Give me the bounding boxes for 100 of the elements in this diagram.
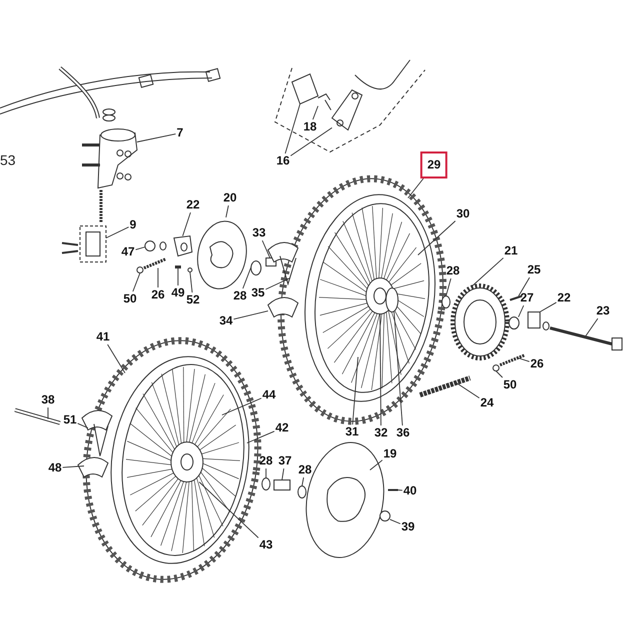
leader-line [135,246,146,250]
leader-line [518,358,530,362]
callout-number: 43 [258,538,274,552]
callout-number: 24 [479,396,495,410]
callout-number: 47 [120,244,136,260]
leader-line [302,477,304,486]
leader-line [290,127,332,156]
leader-line [190,272,193,293]
spacer [262,478,270,490]
leader-line [518,277,530,296]
callout-number: 26 [529,356,545,372]
spacer [298,486,306,498]
leader-line [454,382,480,398]
washer [136,266,144,274]
spokes [126,366,240,554]
callout-number: 32 [373,426,389,440]
leader-line [390,518,401,524]
callout-number: 25 [526,262,542,278]
master-cylinder [80,128,138,222]
leader-line [62,466,84,468]
callout-number: 37 [277,454,293,468]
callout-number: 52 [185,292,201,308]
leader-line [408,178,424,198]
washer [492,364,500,372]
leader-line [233,310,268,320]
clip [318,93,332,110]
callout-number: 35 [250,286,266,300]
bolt [510,295,522,301]
hub [170,442,204,482]
leader-line [312,106,318,120]
callout-number: 30 [455,206,471,222]
callout-number: 7 [176,126,184,140]
mounting-plate [173,235,193,257]
callout-number: 40 [402,484,418,498]
leader-line [284,104,300,154]
reservoir [291,73,319,105]
callout-number: 53 [0,152,16,168]
leader-line [496,370,503,378]
callout-number: 28 [445,264,461,278]
callout-number: 38 [40,392,56,408]
axle [542,322,622,350]
leader-line [472,257,504,286]
callout-number: 42 [274,420,290,436]
leader-line [132,272,140,292]
brake-disc [197,220,247,290]
callout-number: 19 [382,446,398,462]
leader-line [418,220,456,256]
callout-number: 28 [297,462,313,478]
callout-number: 18 [302,120,318,134]
leader-line [394,312,403,426]
callout-number: 51 [62,412,78,428]
bushing [508,316,520,330]
mounting-plate [331,89,363,131]
leader-line [106,226,130,238]
callout-number: 50 [122,292,138,306]
nut [144,240,166,252]
callout-number: 39 [400,520,416,534]
leader-line [584,318,598,338]
wheel-rim [304,194,436,402]
leader-line [198,482,259,538]
spacer [250,260,262,276]
leader-line [246,430,275,444]
callout-number: 28 [232,288,248,304]
inner-tube [268,242,298,286]
leader-line [136,133,176,142]
leader-line [182,212,191,236]
callout-number: 16 [275,154,291,168]
inner-tube [82,410,112,456]
washer [188,268,192,272]
callout-number: 28 [258,454,274,468]
chain [419,376,471,398]
callout-number: 41 [95,330,111,344]
sleeve [274,480,290,490]
callout-number: 20 [222,190,238,206]
callout-number: 29 [420,152,448,178]
spacer [442,296,450,308]
callout-number: 33 [251,226,267,240]
inner-tube [268,297,298,318]
leader-line [265,278,290,290]
leader-line [107,344,126,374]
callout-number: 22 [185,198,201,212]
leader-line [446,278,452,296]
caliper-bracket [61,226,106,262]
callout-number: 34 [218,314,234,328]
leader-line [226,205,229,218]
callout-number: 50 [502,378,518,392]
leader-line [380,314,382,426]
bolt [499,354,526,366]
callout-number: 21 [503,244,519,258]
leader-line [242,266,252,289]
callout-number: 48 [47,460,63,476]
cap [380,510,390,522]
leader-line [370,460,383,470]
screw [175,266,181,268]
spokes [318,206,426,390]
callout-number: 44 [261,388,277,402]
bolt [143,258,167,270]
tire [278,175,446,425]
wheel-rim [110,356,250,564]
leader-line [77,422,88,428]
